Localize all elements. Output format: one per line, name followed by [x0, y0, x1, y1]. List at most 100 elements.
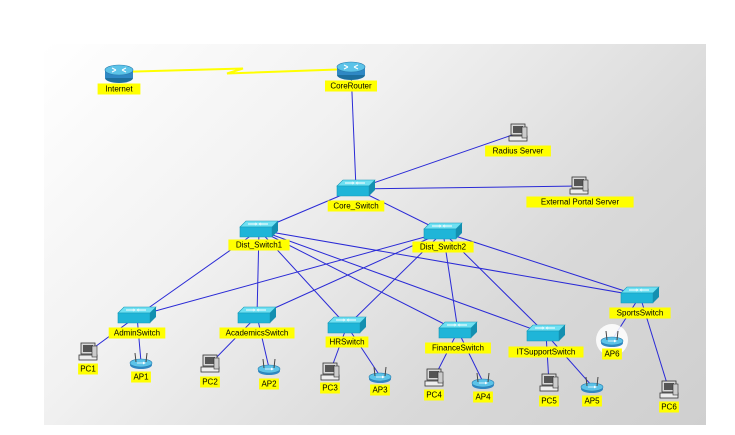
- pc5-node[interactable]: [539, 373, 559, 392]
- node-label: AP3: [370, 384, 390, 396]
- link-admin-ap1[interactable]: [136, 315, 142, 363]
- link-radius-core_switch[interactable]: [355, 132, 519, 190]
- pc-icon: [508, 123, 528, 142]
- link-dist2-sports[interactable]: [442, 231, 641, 297]
- core-switch-node[interactable]: [336, 179, 376, 197]
- link-portal-core_switch[interactable]: [355, 185, 580, 190]
- ap5-node[interactable]: [580, 376, 604, 393]
- pc-icon: [659, 380, 679, 399]
- node-label: PC1: [78, 363, 98, 375]
- ap-icon: [368, 366, 392, 383]
- ap-icon: [129, 352, 153, 369]
- svg-text:External Portal Server: External Portal Server: [541, 198, 620, 207]
- svg-text:AP2: AP2: [261, 380, 277, 389]
- link-dist2-admin[interactable]: [136, 231, 444, 317]
- svg-text:FinanceSwitch: FinanceSwitch: [432, 344, 484, 353]
- pc-icon: [424, 368, 444, 387]
- node-label: PC3: [320, 382, 340, 394]
- switch-icon: [620, 286, 660, 304]
- ap3-node[interactable]: [368, 366, 392, 383]
- switch-icon: [239, 220, 279, 238]
- svg-text:HRSwitch: HRSwitch: [329, 338, 364, 347]
- link-academics-pc2[interactable]: [209, 315, 258, 365]
- ap2-node[interactable]: [257, 358, 281, 375]
- dist2-node[interactable]: [423, 222, 463, 240]
- node-label: AcademicsSwitch: [219, 327, 295, 339]
- link-dist1-finance[interactable]: [258, 229, 459, 332]
- internet-node[interactable]: [104, 64, 134, 83]
- pc2-node[interactable]: [200, 354, 220, 373]
- portal-node[interactable]: [569, 176, 589, 195]
- admin-node[interactable]: [117, 306, 157, 324]
- switch-icon: [438, 321, 478, 339]
- link-dist1-itsupport[interactable]: [258, 229, 547, 335]
- link-dist2-academics[interactable]: [256, 231, 444, 317]
- pc-icon: [539, 373, 559, 392]
- node-label: AP2: [259, 378, 279, 390]
- pc4-node[interactable]: [424, 368, 444, 387]
- svg-text:AP5: AP5: [584, 397, 600, 406]
- svg-text:Internet: Internet: [105, 85, 133, 94]
- sports-node[interactable]: [620, 286, 660, 304]
- academics-node[interactable]: [237, 306, 277, 324]
- serial-link-internet-core_router[interactable]: [118, 67, 352, 75]
- svg-text:PC6: PC6: [661, 403, 677, 412]
- svg-text:PC1: PC1: [80, 365, 96, 374]
- router-icon: [336, 61, 366, 80]
- radius-node[interactable]: [508, 123, 528, 142]
- node-label: HRSwitch: [325, 336, 369, 348]
- finance-node[interactable]: [438, 321, 478, 339]
- svg-text:Radius Server: Radius Server: [493, 147, 544, 156]
- svg-text:ITSupportSwitch: ITSupportSwitch: [517, 348, 576, 357]
- switch-icon: [327, 316, 367, 334]
- node-label: AdminSwitch: [108, 327, 166, 339]
- svg-text:CoreRouter: CoreRouter: [330, 82, 372, 91]
- svg-text:AdminSwitch: AdminSwitch: [114, 329, 160, 338]
- svg-text:AP3: AP3: [372, 386, 388, 395]
- link-itsupport-ap5[interactable]: [545, 333, 593, 387]
- svg-text:AP1: AP1: [133, 373, 149, 382]
- switch-icon: [117, 306, 157, 324]
- svg-text:Core_Switch: Core_Switch: [333, 202, 378, 211]
- dist1-node[interactable]: [239, 220, 279, 238]
- link-hr-ap3[interactable]: [346, 325, 381, 377]
- links-layer: [87, 67, 670, 391]
- ap4-node[interactable]: [471, 372, 495, 389]
- node-label: External Portal Server: [526, 196, 634, 208]
- link-dist1-sports[interactable]: [258, 229, 641, 297]
- node-label: PC5: [539, 395, 559, 407]
- node-label: Internet: [97, 83, 141, 95]
- link-finance-ap4[interactable]: [457, 330, 484, 383]
- switch-icon: [336, 179, 376, 197]
- node-label: CoreRouter: [325, 80, 377, 92]
- node-label: AP6: [602, 348, 622, 360]
- svg-text:AP4: AP4: [475, 393, 491, 402]
- hr-node[interactable]: [327, 316, 367, 334]
- svg-text:AcademicsSwitch: AcademicsSwitch: [226, 329, 289, 338]
- ap-icon: [257, 358, 281, 375]
- node-label: FinanceSwitch: [425, 342, 491, 354]
- node-label: AP4: [473, 391, 493, 403]
- node-label: PC6: [659, 401, 679, 413]
- ap-icon: [471, 372, 495, 389]
- pc6-node[interactable]: [659, 380, 679, 399]
- svg-text:PC3: PC3: [322, 384, 338, 393]
- switch-icon: [526, 324, 566, 342]
- svg-text:Dist_Switch1: Dist_Switch1: [236, 241, 283, 250]
- svg-text:PC5: PC5: [541, 397, 557, 406]
- workspace-canvas: [44, 44, 706, 425]
- link-academics-ap2[interactable]: [256, 315, 270, 369]
- pc1-node[interactable]: [78, 342, 98, 361]
- node-label: Radius Server: [485, 145, 551, 157]
- ap6-node[interactable]: [596, 324, 628, 356]
- node-label: PC4: [424, 389, 444, 401]
- core-router-node[interactable]: [336, 61, 366, 80]
- pc3-node[interactable]: [320, 362, 340, 381]
- switch-icon: [237, 306, 277, 324]
- node-label: ITSupportSwitch: [508, 346, 584, 358]
- pc-icon: [200, 354, 220, 373]
- itsupport-node[interactable]: [526, 324, 566, 342]
- ap1-node[interactable]: [129, 352, 153, 369]
